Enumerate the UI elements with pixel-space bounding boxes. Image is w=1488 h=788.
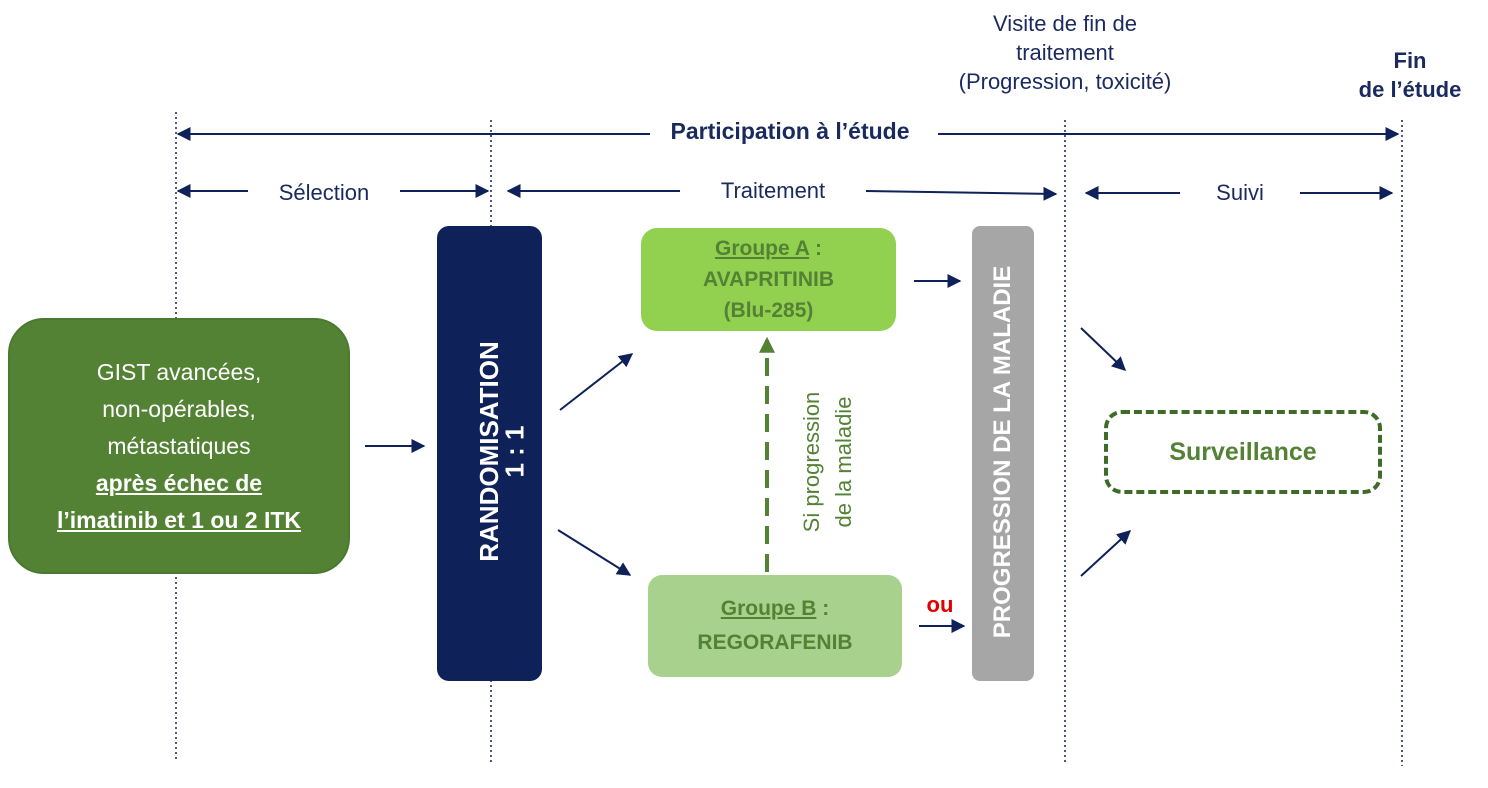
group-b-colon: : (816, 597, 830, 620)
end-of-study-label: Fin de l’étude (1340, 46, 1480, 104)
population-line1: GIST avancées, (96, 358, 262, 385)
population-line4: après échec de (95, 469, 263, 496)
population-line2: non-opérables, (102, 395, 256, 422)
group-b-name: Groupe B (720, 597, 817, 620)
group-a-title: Groupe A : (715, 233, 822, 264)
end-visit-line3: (Progression, toxicité) (958, 69, 1172, 94)
progression-to-surveillance-upper-arrow (1080, 327, 1127, 371)
population-box: GIST avancées, non-opérables, métastatiq… (8, 318, 350, 574)
randomisation-box: RANDOMISATION 1 : 1 (437, 226, 542, 681)
treatment-label: Traitement (720, 178, 826, 203)
surveillance-label: Surveillance (1169, 437, 1317, 466)
group-a-colon: : (809, 237, 822, 260)
progression-label: PROGRESSION DE LA MALADIE (989, 265, 1016, 639)
randomisation-ratio: 1 : 1 (499, 425, 530, 478)
surveillance-box: Surveillance (1104, 410, 1382, 494)
follow-up-label: Suivi (1216, 180, 1264, 205)
group-b-box: Groupe B : REGORAFENIB (648, 575, 902, 677)
end-study-line2: de l’étude (1358, 77, 1462, 102)
crossover-line1: Si progression (799, 391, 824, 533)
end-visit-line1: Visite de fin de (993, 11, 1137, 36)
treatment-arrow-right (865, 186, 1058, 201)
group-b-drug: REGORAFENIB (697, 631, 853, 654)
progression-box: PROGRESSION DE LA MALADIE (972, 226, 1034, 681)
end-visit-line2: traitement (1016, 40, 1114, 65)
group-b-title: Groupe B : (721, 592, 830, 626)
group-a-box: Groupe A : AVAPRITINIB (Blu-285) (641, 228, 896, 331)
group-a-drug: AVAPRITINIB (702, 268, 835, 291)
progression-to-surveillance-lower-arrow (1080, 530, 1132, 577)
group-a-code: (Blu-285) (723, 299, 814, 322)
randomisation-to-group-a-arrow (559, 353, 634, 411)
end-of-treatment-visit-label: Visite de fin de traitement (Progression… (940, 9, 1190, 96)
participation-label: Participation à l’étude (670, 118, 910, 144)
randomisation-to-group-b-arrow (557, 529, 632, 576)
population-line5: l’imatinib et 1 ou 2 ITK (56, 506, 302, 533)
group-a-name: Groupe A (715, 237, 810, 260)
crossover-line2: de la maladie (831, 396, 856, 528)
population-line3: métastatiques (107, 432, 251, 459)
or-label: ou (926, 592, 954, 617)
selection-label: Sélection (278, 180, 370, 205)
crossover-label: Si progression de la maladie (796, 347, 860, 577)
end-study-line1: Fin (1393, 48, 1427, 73)
